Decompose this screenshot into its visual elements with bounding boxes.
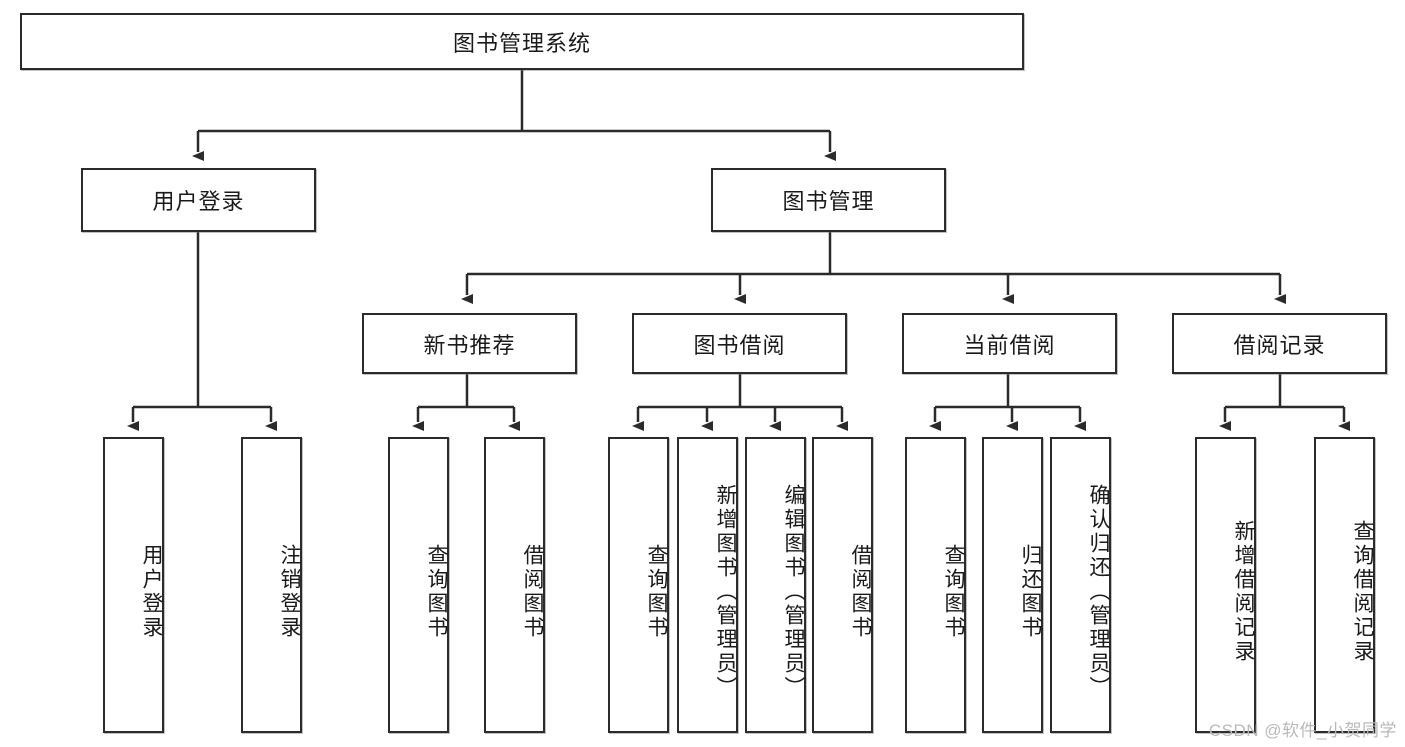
leaf-user-login-2[interactable]: 注销登录 [241, 437, 302, 733]
leaf-user-login-1[interactable]: 用户登录 [103, 437, 164, 733]
node-user-login[interactable]: 用户登录 [81, 168, 316, 232]
leaf-new-book-1[interactable]: 查询图书 [388, 437, 449, 733]
node-book-borrow-label: 图书借阅 [693, 332, 786, 358]
leaf-label: 注销登录 [278, 544, 301, 640]
leaf-label: 借阅图书 [521, 544, 544, 640]
node-new-book-recommend-label: 新书推荐 [423, 332, 516, 358]
node-root[interactable]: 图书管理系统 [20, 13, 1024, 70]
leaf-label: 用户登录 [140, 544, 163, 640]
leaf-borrow-record-1[interactable]: 新增借阅记录 [1195, 437, 1256, 733]
leaf-book-borrow-2[interactable]: 新增图书（管理员） [677, 437, 738, 733]
leaf-label: 查询图书 [425, 544, 448, 640]
leaf-label: 新增借阅记录 [1232, 520, 1255, 664]
node-book-manage[interactable]: 图书管理 [711, 168, 946, 232]
leaf-label: 查询图书 [942, 544, 965, 640]
leaf-current-borrow-3[interactable]: 确认归还（管理员） [1050, 437, 1111, 733]
node-root-label: 图书管理系统 [452, 30, 591, 56]
node-book-manage-label: 图书管理 [782, 189, 875, 214]
node-borrow-record[interactable]: 借阅记录 [1172, 313, 1387, 374]
node-new-book-recommend[interactable]: 新书推荐 [362, 313, 577, 374]
node-current-borrow[interactable]: 当前借阅 [902, 313, 1117, 374]
leaf-label: 查询图书 [645, 544, 668, 640]
leaf-label: 查询借阅记录 [1351, 520, 1374, 664]
leaf-label: 确认归还（管理员） [1087, 484, 1110, 700]
leaf-current-borrow-1[interactable]: 查询图书 [905, 437, 966, 733]
leaf-book-borrow-1[interactable]: 查询图书 [608, 437, 669, 733]
leaf-borrow-record-2[interactable]: 查询借阅记录 [1314, 437, 1375, 733]
node-borrow-record-label: 借阅记录 [1233, 332, 1326, 358]
leaf-book-borrow-3[interactable]: 编辑图书（管理员） [745, 437, 806, 733]
leaf-current-borrow-2[interactable]: 归还图书 [982, 437, 1043, 733]
leaf-label: 归还图书 [1019, 544, 1042, 640]
node-user-login-label: 用户登录 [152, 189, 245, 214]
leaf-new-book-2[interactable]: 借阅图书 [484, 437, 545, 733]
leaf-label: 新增图书（管理员） [714, 484, 737, 700]
node-current-borrow-label: 当前借阅 [963, 332, 1056, 358]
leaf-label: 编辑图书（管理员） [782, 484, 805, 700]
csdn-watermark: CSDN @软件_小贺同学 [1208, 721, 1397, 740]
node-book-borrow[interactable]: 图书借阅 [632, 313, 847, 374]
leaf-book-borrow-4[interactable]: 借阅图书 [812, 437, 873, 733]
leaf-label: 借阅图书 [849, 544, 872, 640]
